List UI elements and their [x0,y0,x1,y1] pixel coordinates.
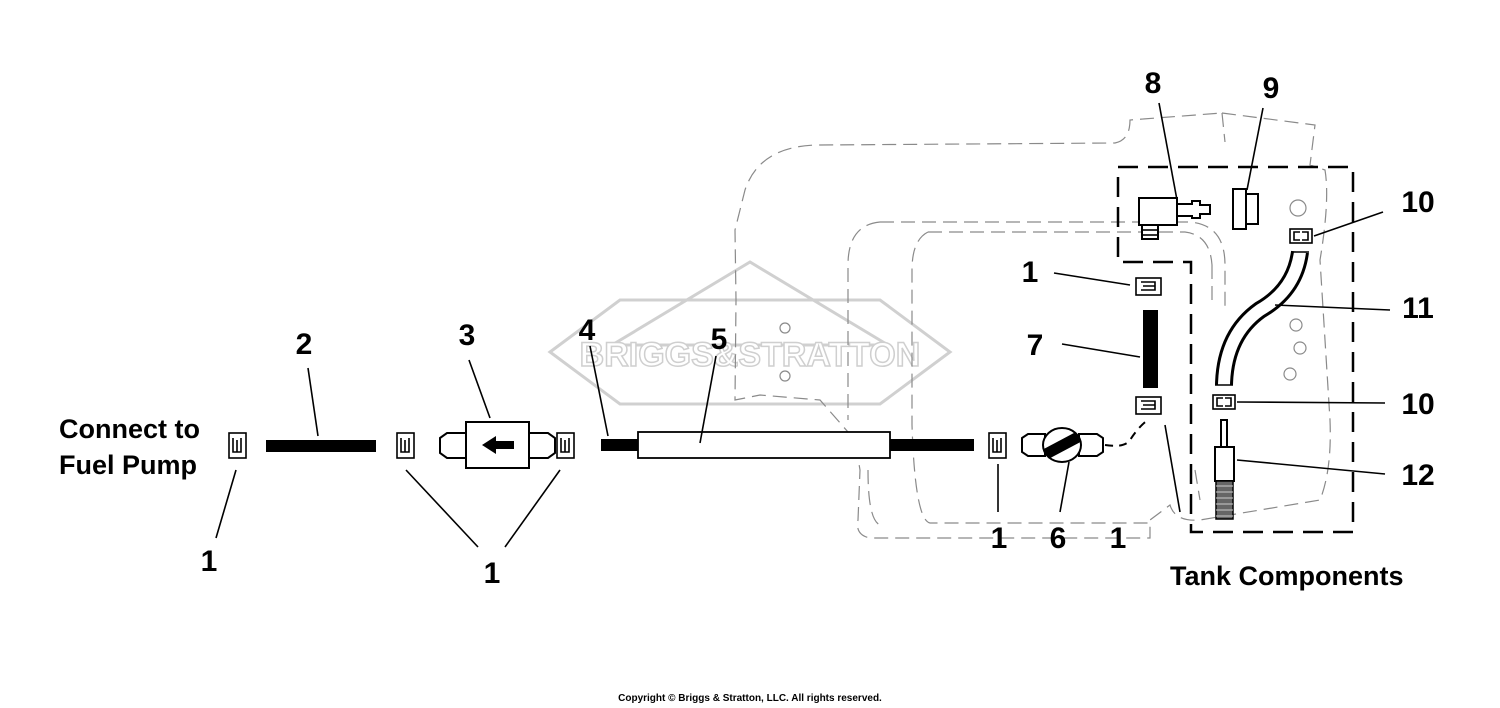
callout-7: 7 [1027,329,1044,362]
clamp-part-1-tank-upper [1135,277,1162,296]
callout-1-tank-lower: 1 [1110,522,1127,555]
flow-arrow-icon [482,436,514,454]
shutoff-valve-part-6 [1021,427,1104,463]
callout-10-upper: 10 [1401,186,1434,219]
hose-part-2 [266,440,376,452]
hose-part-11 [1215,250,1309,386]
hose-part-4-left [601,439,639,451]
callout-1-valve: 1 [991,522,1008,555]
callout-6: 6 [1050,522,1067,555]
elbow-fitting-part-8 [1138,197,1211,240]
callout-5: 5 [711,323,728,356]
callout-9: 9 [1263,72,1280,105]
callout-1-left: 1 [201,545,218,578]
hose-part-4-right [889,439,974,451]
callout-12: 12 [1401,459,1434,492]
sleeve-part-5 [637,431,891,459]
copyright-notice: Copyright © Briggs & Stratton, LLC. All … [618,693,882,704]
callout-4: 4 [579,314,596,347]
leader-lines [215,102,1391,548]
clip-part-10-upper [1289,228,1313,244]
clamp-part-1-left [228,432,247,459]
hose-part-7 [1143,310,1158,388]
watermark-text: BRIGGS&STRATTON [580,336,921,374]
callout-3: 3 [459,319,476,352]
fuel-pickup-part-12 [1214,419,1235,520]
callout-10-lower: 10 [1401,388,1434,421]
clamp-part-1-mid-a [396,432,415,459]
briggs-stratton-watermark: BRIGGS&STRATTON [547,260,953,406]
callout-2: 2 [296,328,313,361]
callout-8: 8 [1145,67,1162,100]
connect-to-fuel-pump-label-line2: Fuel Pump [59,450,197,480]
bushing-part-9 [1232,188,1259,230]
callout-11: 11 [1402,292,1434,325]
connect-to-fuel-pump-label-line1: Connect to [59,414,200,444]
clamp-part-1-tank-lower [1135,396,1162,415]
inline-filter-part-3 [439,421,556,469]
clamp-part-1-mid-b [556,432,575,459]
clip-part-10-lower [1212,394,1236,410]
callout-1-tank-upper: 1 [1022,256,1039,289]
fuel-tank-outline [734,112,1331,539]
tank-components-box [1116,165,1355,534]
tank-components-label: Tank Components [1170,561,1404,591]
clamp-part-1-right [988,432,1007,459]
callout-1-filter: 1 [484,557,501,590]
